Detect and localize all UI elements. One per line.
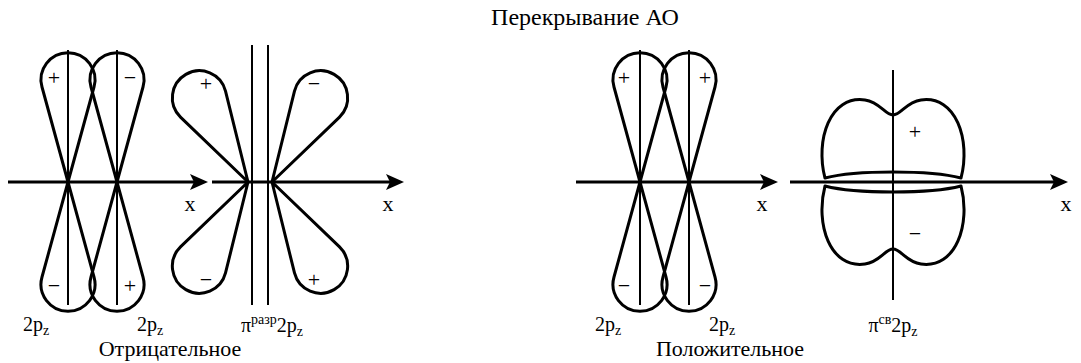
caption-text: Положительное — [656, 338, 804, 360]
orbital-sign: + — [699, 67, 711, 89]
subscript: z — [297, 324, 303, 339]
superscript: св — [879, 312, 892, 327]
orbital-label: 2pz — [137, 314, 163, 338]
caption-text: Отрицательное — [99, 338, 242, 360]
orbital-sign: + — [200, 73, 212, 95]
axis-label: x — [1061, 193, 1072, 215]
orbital-sign: + — [308, 269, 320, 291]
orbital-sign: + — [124, 275, 136, 297]
subscript: z — [43, 323, 49, 338]
orbital-sign: − — [618, 275, 630, 297]
subscript: z — [911, 324, 917, 339]
subscript: z — [729, 323, 735, 338]
orbital-label: 2pz — [595, 314, 621, 338]
orbital-label: 2pz — [23, 314, 49, 338]
orbital-sign: − — [48, 275, 60, 297]
orbital-label: πразр2pz — [241, 313, 303, 339]
subscript: z — [157, 323, 163, 338]
axis-label: x — [757, 193, 768, 215]
superscript: разр — [251, 312, 277, 327]
axis-label: x — [383, 193, 394, 215]
orbital-sign: − — [308, 73, 320, 95]
orbital-sign: + — [618, 67, 630, 89]
orbital-sign: − — [699, 275, 711, 297]
subscript: z — [615, 323, 621, 338]
orbital-label: πсв2pz — [868, 313, 917, 339]
orbital-label: 2pz — [709, 314, 735, 338]
orbital-sign: − — [200, 269, 212, 291]
orbital-sign: − — [124, 67, 136, 89]
orbital-sign: − — [909, 223, 921, 245]
diagram-title: Перекрывание АО — [491, 5, 679, 29]
orbital-sign: + — [48, 67, 60, 89]
axis-label: x — [185, 193, 196, 215]
orbital-sign: + — [909, 121, 921, 143]
